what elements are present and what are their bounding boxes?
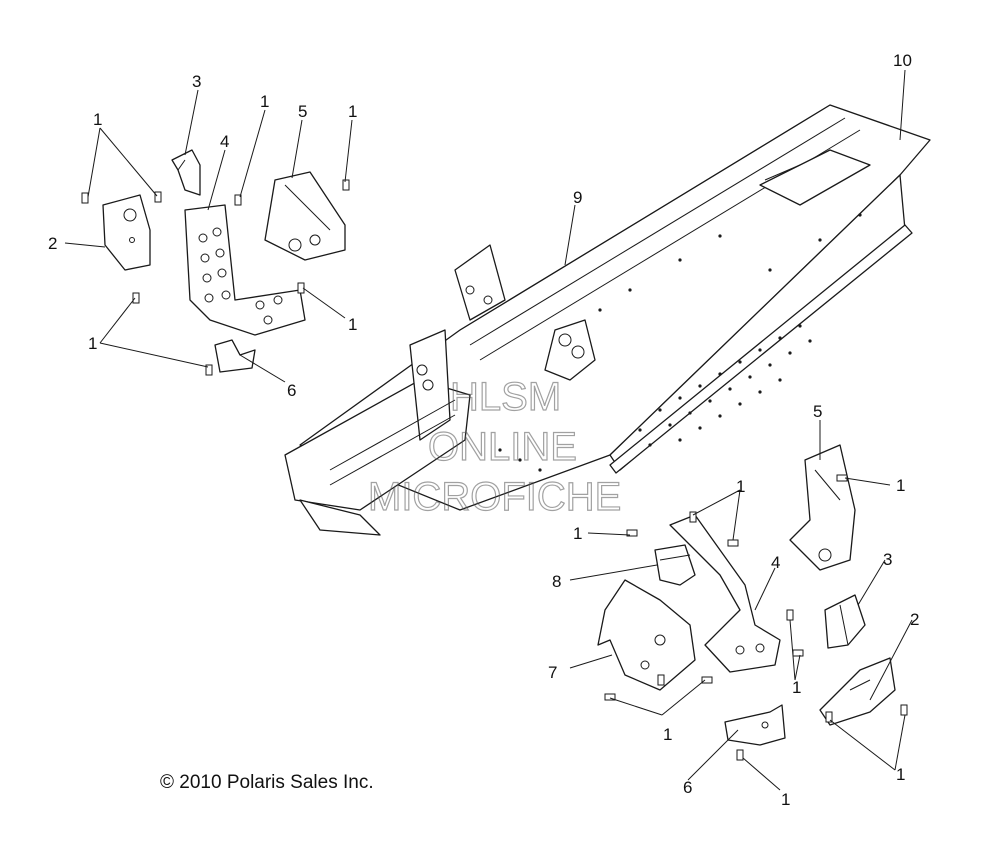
callout-4: 4 xyxy=(771,553,780,572)
part-2-plate-left xyxy=(102,194,151,271)
callout-1: 1 xyxy=(348,102,357,121)
copyright-notice: © 2010 Polaris Sales Inc. xyxy=(160,772,374,793)
callout-2: 2 xyxy=(910,610,919,629)
chassis-tunnel xyxy=(284,104,931,536)
watermark-line-2: ONLINE xyxy=(428,425,577,469)
part-7-shield xyxy=(597,579,696,691)
callout-10: 10 xyxy=(893,51,912,70)
callout-2: 2 xyxy=(48,234,57,253)
callout-1: 1 xyxy=(663,725,672,744)
watermark-line-3: MICROFICHE xyxy=(368,475,621,519)
part-5-shield-right xyxy=(789,444,856,571)
callout-1: 1 xyxy=(88,334,97,353)
callout-3: 3 xyxy=(192,72,201,91)
callout-1: 1 xyxy=(896,765,905,784)
callout-3: 3 xyxy=(883,550,892,569)
part-2-plate-right xyxy=(819,657,896,726)
callout-1: 1 xyxy=(348,315,357,334)
callout-7: 7 xyxy=(548,663,557,682)
part-4-gusset-right xyxy=(669,514,781,673)
callout-9: 9 xyxy=(573,188,582,207)
part-6-clip-right xyxy=(724,704,786,746)
part-8-bracket xyxy=(654,544,696,586)
part-5-shield-left xyxy=(264,171,346,261)
callout-8: 8 xyxy=(552,572,561,591)
callout-5: 5 xyxy=(813,402,822,421)
rivets-lower-right xyxy=(604,474,908,761)
callout-1: 1 xyxy=(781,790,790,809)
callout-1: 1 xyxy=(573,524,582,543)
rivets-upper-left xyxy=(81,179,350,376)
watermark: HLSM ONLINE MICROFICHE xyxy=(367,374,622,519)
leader-lines xyxy=(64,69,913,791)
part-3-bracket-left xyxy=(171,149,201,196)
callout-1: 1 xyxy=(93,110,102,129)
callout-6: 6 xyxy=(683,778,692,797)
callout-6: 6 xyxy=(287,381,296,400)
callout-labels: 1 3 1 5 1 4 2 1 1 6 10 9 5 1 1 1 4 8 3 2… xyxy=(48,51,919,809)
part-6-clip-left xyxy=(214,339,256,373)
chassis-perforations xyxy=(498,213,862,472)
part-3-bracket-right xyxy=(824,594,866,649)
callout-1: 1 xyxy=(736,477,745,496)
callout-1: 1 xyxy=(260,92,269,111)
callout-5: 5 xyxy=(298,102,307,121)
callout-4: 4 xyxy=(220,132,229,151)
part-4-gusset-left xyxy=(184,204,306,336)
callout-1: 1 xyxy=(792,678,801,697)
watermark-line-1: HLSM xyxy=(450,375,561,419)
callout-1: 1 xyxy=(896,476,905,495)
